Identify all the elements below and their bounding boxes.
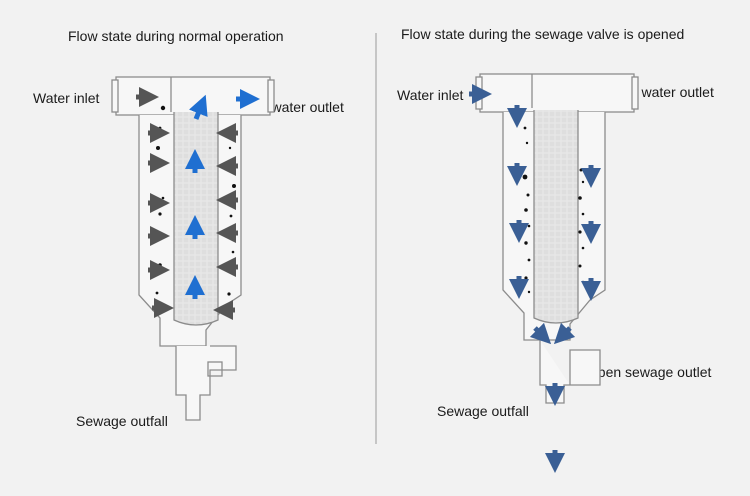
right-water-inlet-label: Water inlet: [397, 87, 464, 103]
right-filter-housing: [475, 73, 639, 404]
right-open-sewage-outlet-label: open sewage outlet: [590, 364, 712, 380]
right-panel-title: Flow state during the sewage valve is op…: [401, 26, 685, 42]
left-inflow-arrows: [136, 87, 238, 320]
right-sewage-flow-arrows: [469, 84, 601, 473]
left-water-inlet-label: Water inlet: [33, 90, 100, 106]
left-filter-housing: [111, 76, 275, 421]
right-sewage-outfall-label: Sewage outfall: [437, 403, 529, 419]
left-sewage-outfall-label: Sewage outfall: [76, 413, 168, 429]
left-clean-flow-arrows: [185, 89, 260, 299]
left-panel-title: Flow state during normal operation: [68, 28, 284, 44]
